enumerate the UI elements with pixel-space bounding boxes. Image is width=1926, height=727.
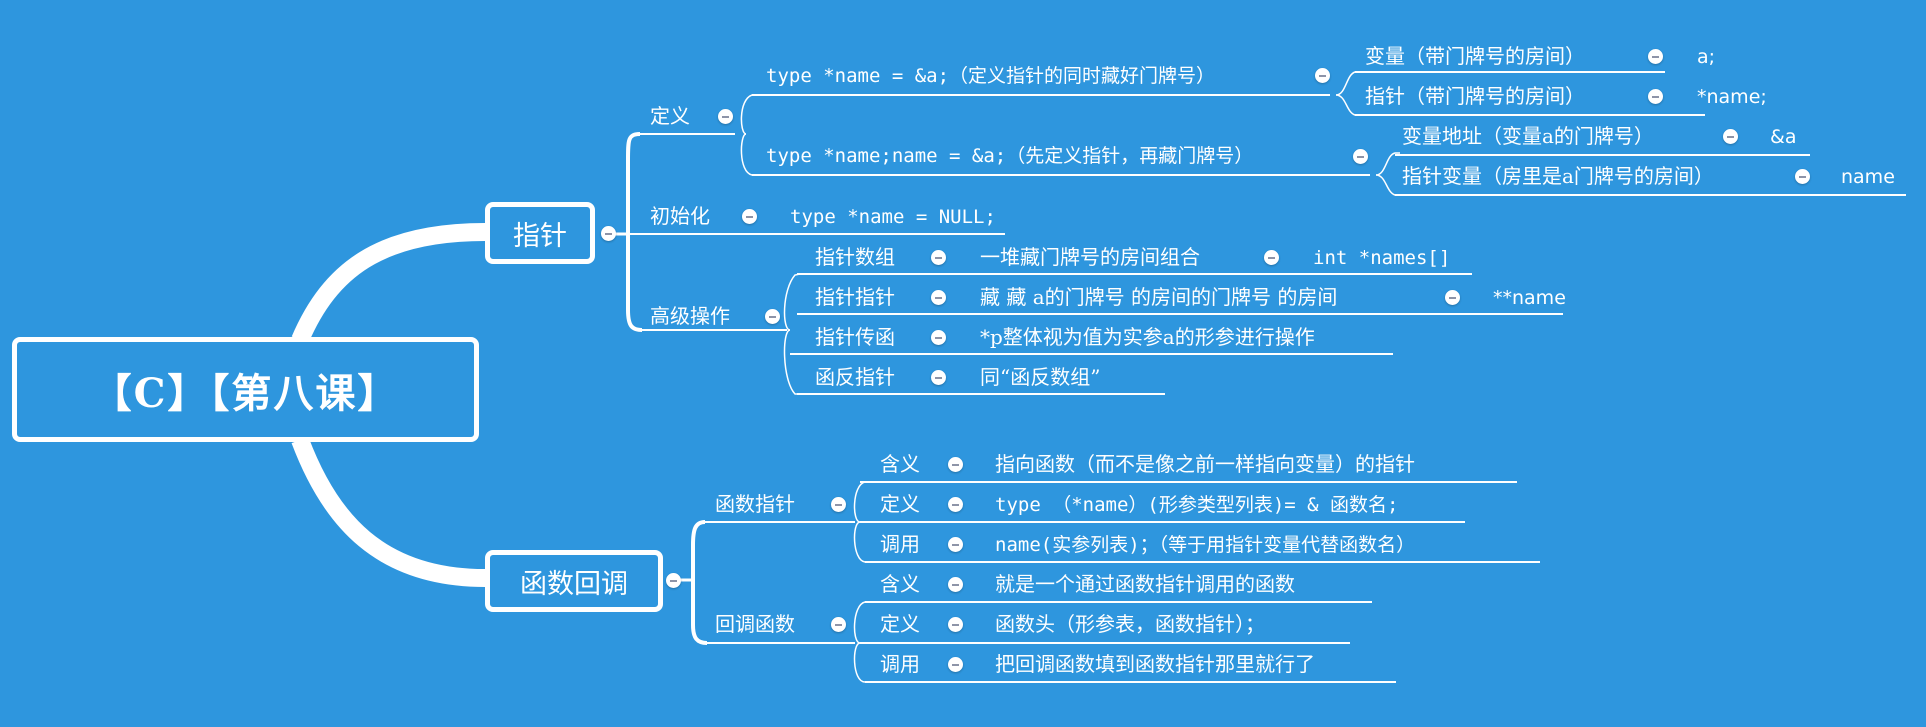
collapse-toggle-icon[interactable] <box>1648 49 1663 64</box>
collapse-toggle-icon[interactable] <box>1723 129 1738 144</box>
collapse-toggle-icon[interactable] <box>831 497 846 512</box>
collapse-toggle-icon[interactable] <box>948 457 963 472</box>
collapse-toggle-icon[interactable] <box>931 330 946 345</box>
collapse-toggle-icon[interactable] <box>948 657 963 672</box>
collapse-toggle-icon[interactable] <box>1315 68 1330 83</box>
collapse-toggle-icon[interactable] <box>831 617 846 632</box>
collapse-toggle-icon[interactable] <box>1445 290 1460 305</box>
fp-item-value[interactable]: 指向函数（而不是像之前一样指向变量）的指针 <box>995 452 1415 476</box>
def1-variable-label[interactable]: 变量（带门牌号的房间） <box>1365 44 1585 68</box>
topic-pointer[interactable]: 指针 <box>485 202 595 264</box>
advanced-item-value[interactable]: 一堆藏门牌号的房间组合 <box>980 245 1200 269</box>
cb-item-label[interactable]: 调用 <box>880 652 920 676</box>
advanced-item-value[interactable]: 同“函反数组” <box>980 365 1101 389</box>
collapse-toggle-icon[interactable] <box>1353 149 1368 164</box>
cb-item-value[interactable]: 就是一个通过函数指针调用的函数 <box>995 572 1295 596</box>
def2-pointer-var-value[interactable]: name <box>1841 166 1895 188</box>
def2-address-value[interactable]: &a <box>1770 126 1797 148</box>
collapse-toggle-icon[interactable] <box>931 370 946 385</box>
pointer-bracket <box>626 132 643 332</box>
topic-callback-label: 函数回调 <box>520 568 628 600</box>
fp-item-label[interactable]: 含义 <box>880 452 920 476</box>
definition-form-2[interactable]: type *name;name = &a;（先定义指针，再藏门牌号） <box>766 145 1254 167</box>
root-title: 【C】【第八课】 <box>91 369 400 417</box>
collapse-toggle-icon[interactable] <box>1264 250 1279 265</box>
fp-item-label[interactable]: 定义 <box>880 492 920 516</box>
definition-form-1[interactable]: type *name = &a;（定义指针的同时藏好门牌号） <box>766 65 1216 87</box>
advanced-item-value[interactable]: 藏 藏 a的门牌号 的房间的门牌号 的房间 <box>980 285 1338 309</box>
collapse-toggle-icon[interactable] <box>948 617 963 632</box>
topic-callback[interactable]: 函数回调 <box>485 550 663 612</box>
callback-bracket <box>691 520 708 645</box>
cb-item-value[interactable]: 把回调函数填到函数指针那里就行了 <box>995 652 1315 676</box>
collapse-toggle-icon[interactable] <box>948 537 963 552</box>
def2-address-label[interactable]: 变量地址（变量a的门牌号） <box>1402 124 1654 148</box>
subtopic-initialization[interactable]: 初始化 <box>650 204 710 228</box>
root-topic[interactable]: 【C】【第八课】 <box>12 337 479 442</box>
def2-pointer-var-label[interactable]: 指针变量（房里是a门牌号的房间） <box>1402 164 1714 188</box>
subtopic-callback-function[interactable]: 回调函数 <box>715 612 795 636</box>
collapse-toggle-icon[interactable] <box>742 209 757 224</box>
advanced-item-label[interactable]: 指针传函 <box>815 325 895 349</box>
initialization-value[interactable]: type *name = NULL; <box>790 206 996 228</box>
collapse-toggle-icon[interactable] <box>948 577 963 592</box>
def1-pointer-value[interactable]: *name; <box>1697 86 1767 108</box>
collapse-toggle-icon[interactable] <box>931 250 946 265</box>
advanced-item-extra[interactable]: int *names[] <box>1313 247 1451 269</box>
collapse-toggle-icon[interactable] <box>601 226 616 241</box>
topic-pointer-label: 指针 <box>513 220 567 252</box>
collapse-toggle-icon[interactable] <box>1795 169 1810 184</box>
def1-pointer-label[interactable]: 指针（带门牌号的房间） <box>1365 84 1585 108</box>
fp-item-value[interactable]: type （*name）(形参类型列表)= & 函数名; <box>995 494 1399 516</box>
collapse-toggle-icon[interactable] <box>765 309 780 324</box>
advanced-item-extra[interactable]: **name <box>1493 287 1566 309</box>
collapse-toggle-icon[interactable] <box>948 497 963 512</box>
def1-variable-value[interactable]: a; <box>1697 46 1716 68</box>
subtopic-advanced[interactable]: 高级操作 <box>650 304 730 328</box>
root-to-callback-link <box>291 436 486 587</box>
root-to-pointer-link <box>291 223 486 344</box>
fp-item-label[interactable]: 调用 <box>880 532 920 556</box>
advanced-item-value[interactable]: *p整体视为值为实参a的形参进行操作 <box>980 325 1315 349</box>
subtopic-definition[interactable]: 定义 <box>650 104 690 128</box>
fp-item-value[interactable]: name(实参列表)；（等于用指针变量代替函数名） <box>995 534 1416 556</box>
collapse-toggle-icon[interactable] <box>666 573 681 588</box>
advanced-item-label[interactable]: 函反指针 <box>815 365 895 389</box>
collapse-toggle-icon[interactable] <box>1648 89 1663 104</box>
cb-item-value[interactable]: 函数头（形参表，函数指针）； <box>995 612 1265 636</box>
advanced-item-label[interactable]: 指针指针 <box>815 285 895 309</box>
cb-item-label[interactable]: 含义 <box>880 572 920 596</box>
advanced-item-label[interactable]: 指针数组 <box>815 245 895 269</box>
cb-item-label[interactable]: 定义 <box>880 612 920 636</box>
subtopic-function-pointer[interactable]: 函数指针 <box>715 492 795 516</box>
collapse-toggle-icon[interactable] <box>931 290 946 305</box>
collapse-toggle-icon[interactable] <box>718 109 733 124</box>
